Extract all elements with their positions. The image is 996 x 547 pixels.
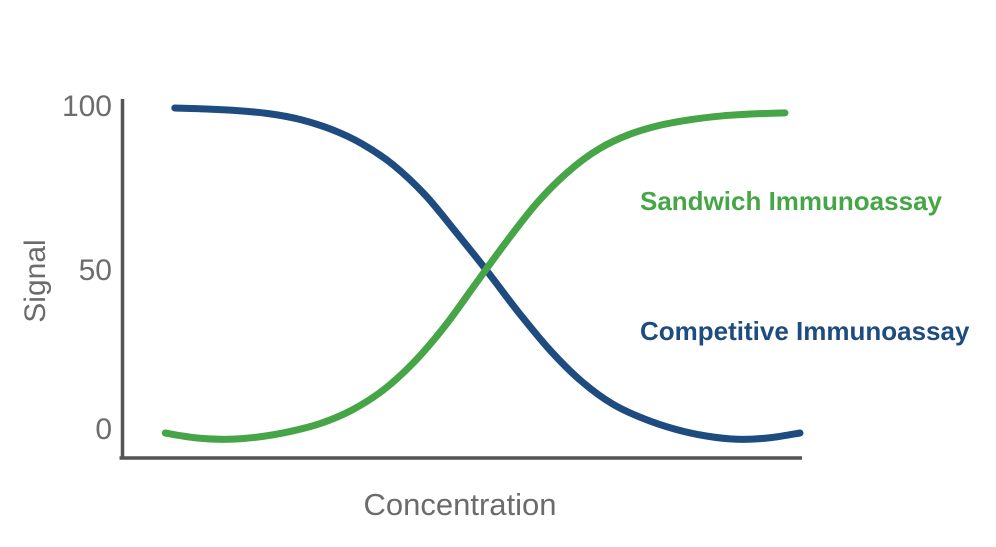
y-axis-title: Signal [19, 239, 52, 323]
y-tick-50: 50 [78, 254, 112, 287]
sandwich-curve [161, 109, 789, 443]
y-tick-100: 100 [61, 90, 112, 123]
competitive-series-label: Competitive Immunoassay [640, 316, 970, 346]
competitive-curve [171, 104, 804, 443]
sandwich-series-label: Sandwich Immunoassay [640, 186, 942, 216]
x-axis-title: Concentration [363, 487, 557, 522]
y-tick-0: 0 [95, 413, 112, 446]
